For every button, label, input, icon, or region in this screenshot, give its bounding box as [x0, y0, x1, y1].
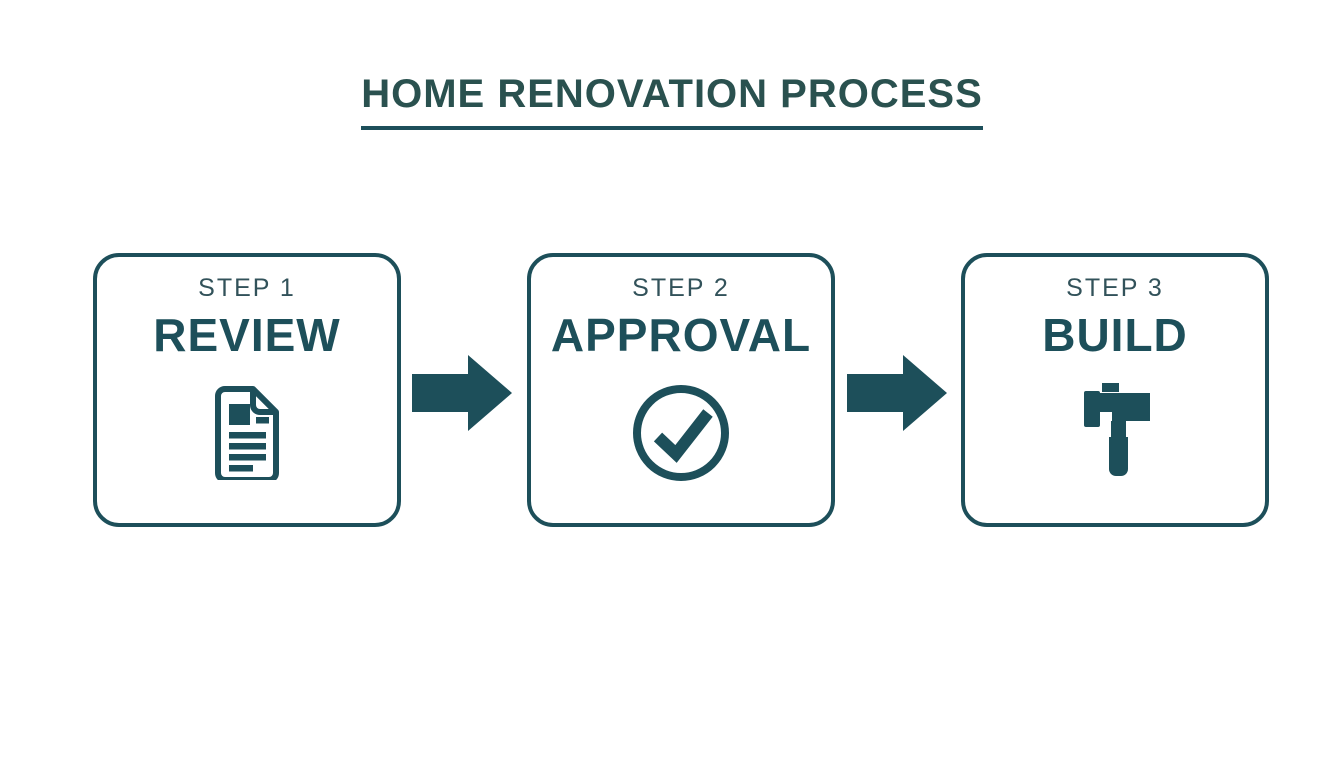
step-number-label: STEP 2 — [632, 274, 730, 302]
step-card-approval: STEP 2 APPROVAL — [527, 253, 835, 527]
check-circle-icon — [629, 359, 733, 523]
hammer-icon — [1078, 359, 1152, 523]
step-number-label: STEP 3 — [1066, 274, 1164, 302]
step-card-review: STEP 1 REVIEW — [93, 253, 401, 527]
title-block: HOME RENOVATION PROCESS — [0, 72, 1344, 130]
document-icon — [209, 359, 285, 523]
step-number-label: STEP 1 — [198, 274, 296, 302]
step-card-build: STEP 3 BUILD — [961, 253, 1269, 527]
arrow-right-icon — [847, 355, 947, 431]
arrow-right-icon — [412, 355, 512, 431]
page-title: HOME RENOVATION PROCESS — [361, 72, 983, 130]
step-name: BUILD — [1042, 309, 1188, 361]
step-name: REVIEW — [153, 309, 341, 361]
step-name: APPROVAL — [550, 309, 812, 361]
